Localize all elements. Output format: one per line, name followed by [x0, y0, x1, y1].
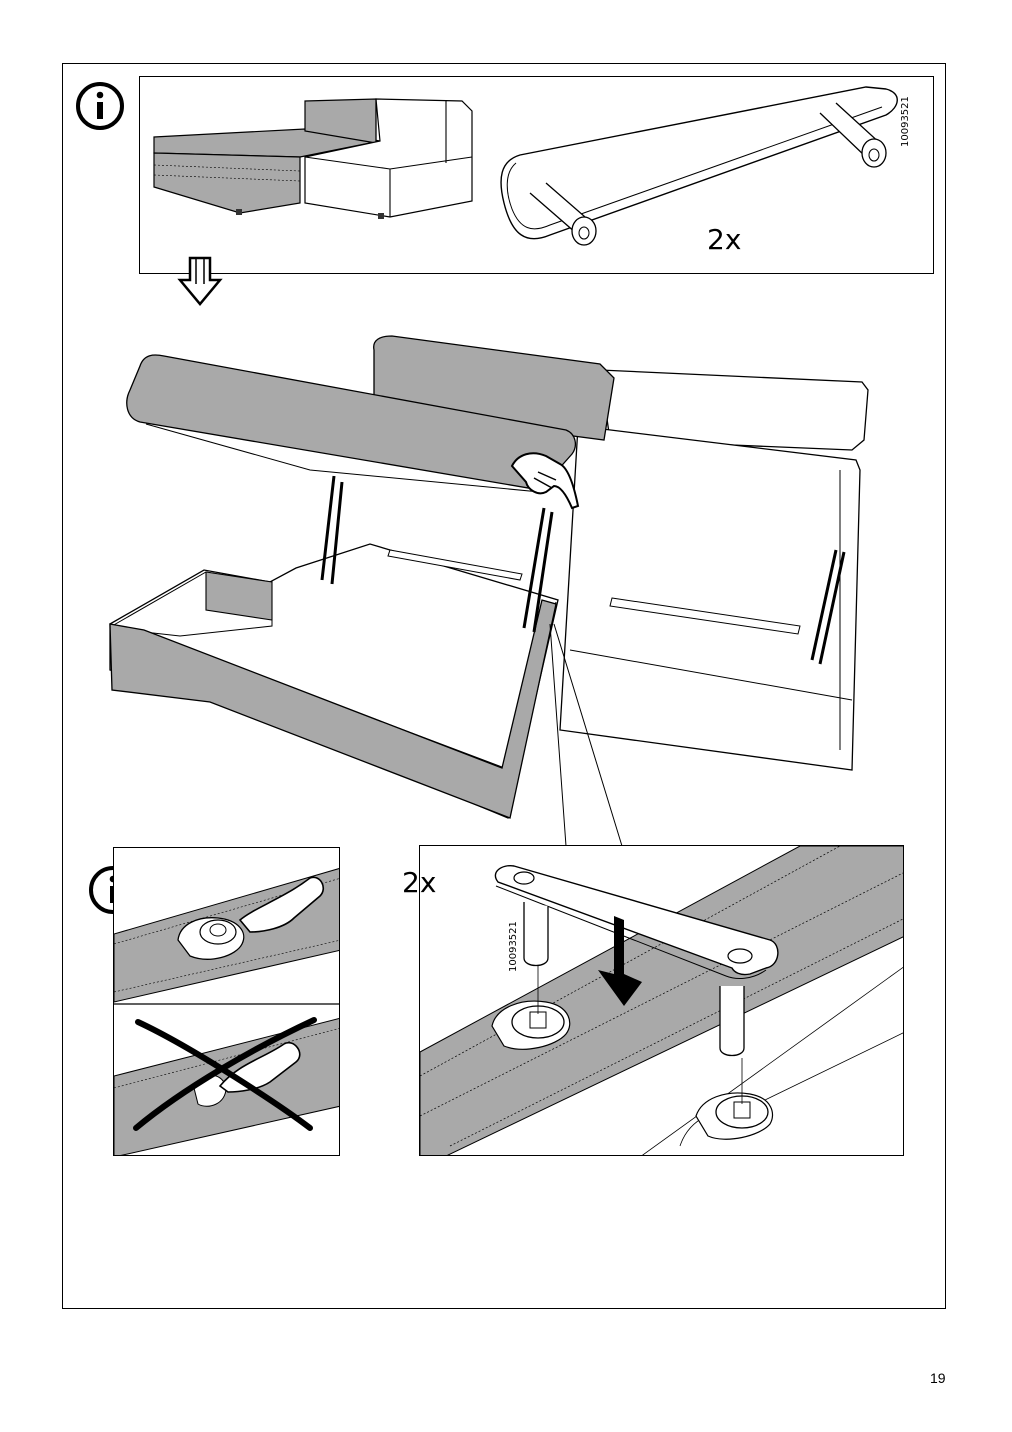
- cross-icon: [135, 1019, 313, 1131]
- part-code: 10093521: [900, 96, 911, 147]
- info-panel: 2x 10093521: [139, 76, 934, 274]
- quantity-label: 2x: [707, 223, 742, 256]
- pointing-hand-icon: [510, 452, 580, 510]
- detail-callout-lines: [549, 623, 623, 847]
- connector-fitting-illustration: [500, 86, 898, 246]
- sofa-storage-illustration: [109, 335, 869, 819]
- correct-vs-incorrect-illustration: [114, 848, 339, 1155]
- sofa-overview-illustration: [153, 98, 473, 219]
- detail-info-panel: [113, 847, 340, 1156]
- page-frame: [62, 63, 946, 1309]
- down-arrow-icon: [177, 256, 223, 306]
- down-arrow-icon: [598, 916, 642, 1006]
- quantity-label: 2x: [402, 866, 437, 899]
- part-code: 10093521: [508, 921, 519, 972]
- connector-insertion-illustration: [420, 846, 903, 1155]
- page-number: 19: [930, 1370, 946, 1386]
- info-icon: [76, 82, 124, 130]
- detail-assembly-panel: [419, 845, 904, 1156]
